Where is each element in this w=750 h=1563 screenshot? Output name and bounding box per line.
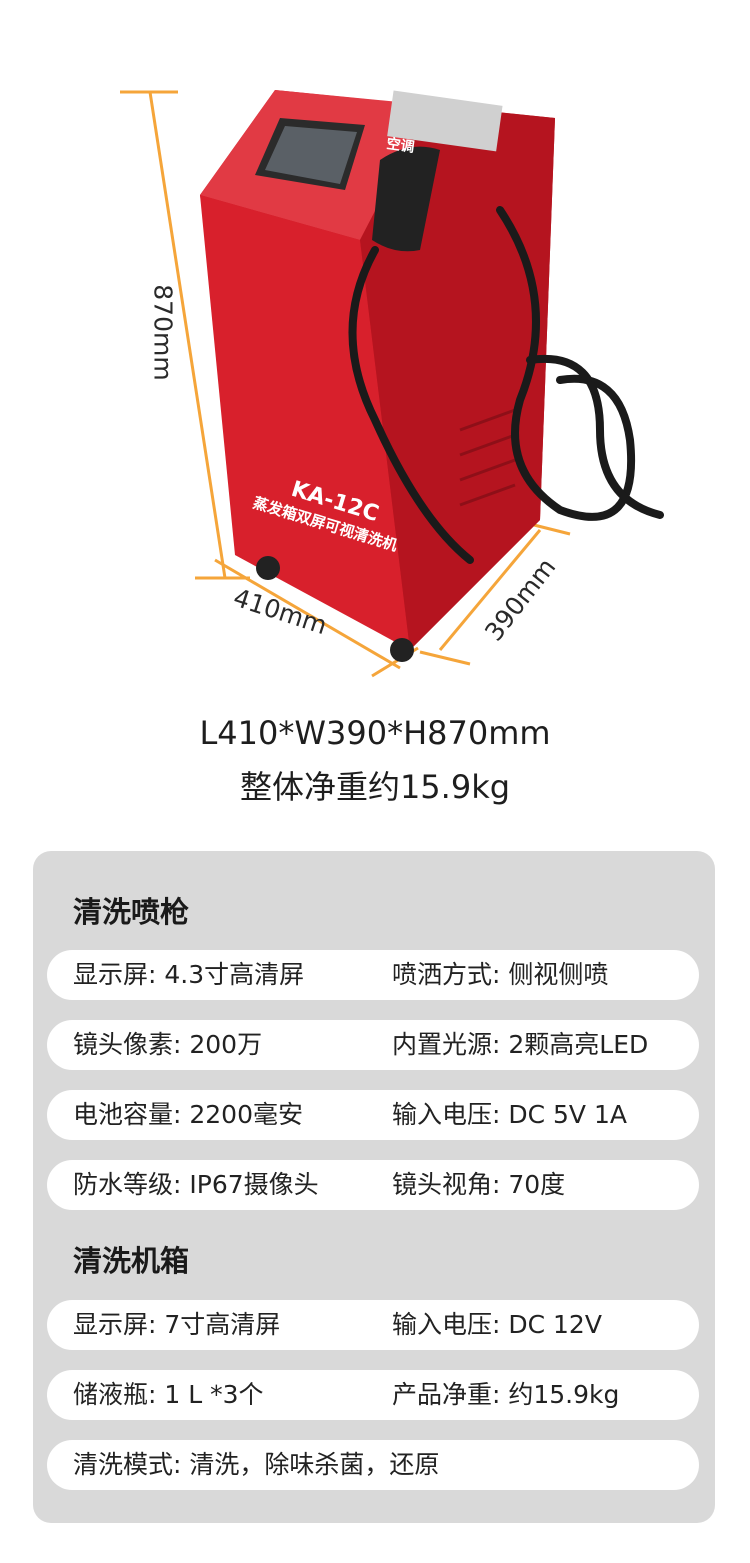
- spec-row: 清洗模式: 清洗，除味杀菌，还原: [47, 1440, 699, 1490]
- spec-row: 镜头像素: 200万 内置光源: 2颗高亮LED: [47, 1020, 699, 1070]
- brand-label: 空调: [385, 135, 415, 156]
- size-summary: L410*W390*H870mm: [199, 714, 551, 752]
- spec-right: 输入电压: DC 12V: [392, 1310, 602, 1339]
- spec-left: 清洗模式: 清洗，除味杀菌，还原: [73, 1450, 440, 1479]
- spec-left: 镜头像素: 200万: [73, 1030, 263, 1059]
- spec-right: 镜头视角: 70度: [392, 1170, 566, 1199]
- spec-left: 显示屏: 4.3寸高清屏: [73, 960, 305, 989]
- product-illustration: KA-12C 蒸发箱双屏可视清洗机 空调 870mm 410mm 390mm: [0, 0, 750, 700]
- section-title-spray-gun: 清洗喷枪: [73, 895, 190, 929]
- spec-right: 输入电压: DC 5V 1A: [392, 1100, 627, 1129]
- spec-left: 电池容量: 2200毫安: [73, 1100, 303, 1129]
- spec-right: 喷洒方式: 侧视侧喷: [392, 960, 609, 989]
- section-title-machine-box: 清洗机箱: [73, 1244, 190, 1278]
- spec-left: 储液瓶: 1 L *3个: [73, 1380, 264, 1409]
- spec-row: 电池容量: 2200毫安 输入电压: DC 5V 1A: [47, 1090, 699, 1140]
- dimension-lines: [120, 90, 571, 678]
- machine-image: KA-12C 蒸发箱双屏可视清洗机 空调: [120, 90, 664, 678]
- spec-panel: 清洗喷枪 显示屏: 4.3寸高清屏 喷洒方式: 侧视侧喷 镜头像素: 200万 …: [33, 851, 715, 1523]
- spec-row: 防水等级: IP67摄像头 镜头视角: 70度: [47, 1160, 699, 1210]
- weight-summary: 整体净重约15.9kg: [239, 768, 511, 806]
- spec-row: 储液瓶: 1 L *3个 产品净重: 约15.9kg: [47, 1370, 699, 1420]
- spec-right: 产品净重: 约15.9kg: [392, 1380, 620, 1409]
- spec-row: 显示屏: 4.3寸高清屏 喷洒方式: 侧视侧喷: [47, 950, 699, 1000]
- height-dimension-label: 870mm: [148, 284, 178, 381]
- spec-left: 显示屏: 7寸高清屏: [73, 1310, 281, 1339]
- machine-body: KA-12C 蒸发箱双屏可视清洗机 空调: [200, 90, 664, 662]
- spec-left: 防水等级: IP67摄像头: [73, 1170, 319, 1199]
- spec-row: 显示屏: 7寸高清屏 输入电压: DC 12V: [47, 1300, 699, 1350]
- spec-right: 内置光源: 2颗高亮LED: [392, 1030, 649, 1059]
